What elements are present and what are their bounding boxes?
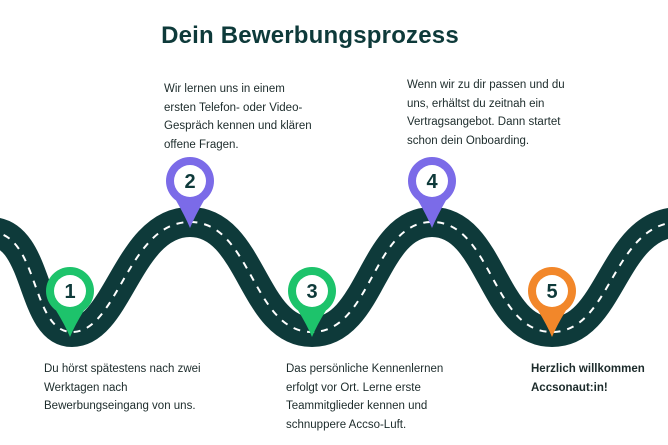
step-number-label: 2: [184, 171, 195, 193]
step-5-pin-icon: 5: [528, 267, 576, 337]
pin-inner-circle: [54, 275, 86, 307]
step-5-description: Herzlich willkommen Accsonaut:in!: [531, 363, 645, 394]
step-1-pin-icon: 1: [46, 267, 95, 337]
step-2-pin-icon: 2: [166, 157, 214, 228]
pin-inner-circle: [416, 165, 448, 197]
step-1-description: Du hörst spätestens nach zwei Werktagen …: [44, 363, 201, 412]
road-center-line: [0, 220, 668, 334]
step-number-label: 5: [546, 281, 557, 303]
pin-inner-circle: [536, 275, 568, 307]
step-4-pin-icon: 4: [408, 157, 456, 228]
pin-inner-circle: [296, 275, 328, 307]
step-3-description: Das persönliche Kennenlernen erfolgt vor…: [286, 363, 444, 431]
diagram-title: Dein Bewerbungsprozess: [161, 22, 459, 49]
step-number-label: 4: [426, 171, 438, 193]
step-number-label: 3: [306, 281, 317, 303]
step-4-description: Wenn wir zu dir passen und du uns, erhäl…: [407, 79, 565, 147]
step-2-description: Wir lernen uns in einem ersten Telefon- …: [164, 83, 312, 151]
step-3-pin-icon: 3: [287, 267, 336, 337]
pin-inner-circle: [174, 165, 206, 197]
step-number-label: 1: [64, 281, 75, 303]
